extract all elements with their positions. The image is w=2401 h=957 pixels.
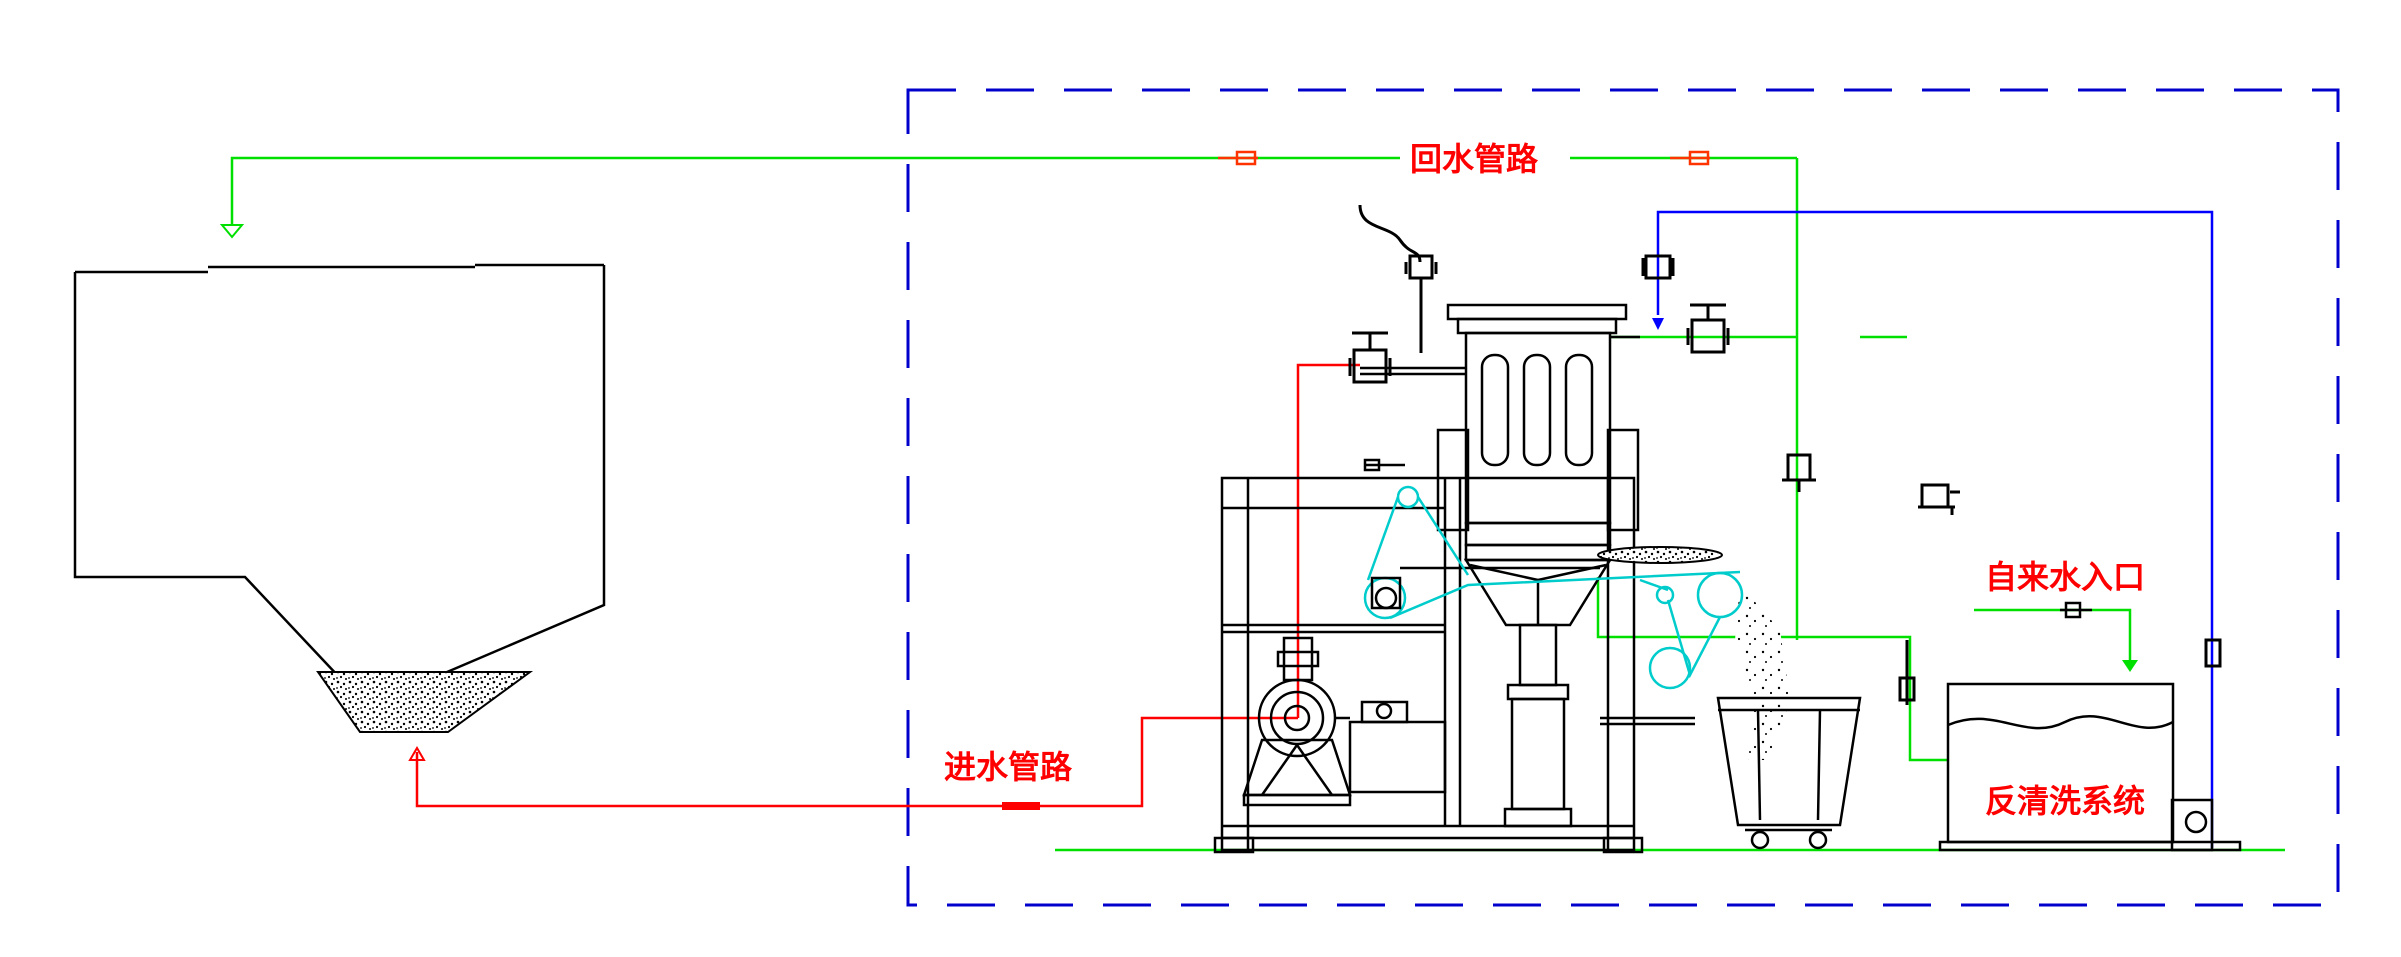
backwash-system-label: 反清洗系统: [1985, 782, 2145, 820]
sludge-cake: [1597, 546, 1723, 564]
return-pipe-label: 回水管路: [1410, 140, 1539, 178]
tap-water-pipe: [1656, 210, 2214, 848]
inlet-pipe-fitting: [1002, 802, 1040, 810]
inlet-water-pipe: [415, 363, 1360, 808]
gate-valve-icon: [1782, 453, 1816, 492]
return-outlet-arrow-icon: [219, 224, 245, 239]
gate-valve-icon: [1641, 254, 1675, 280]
inlet-outlet-arrow-icon: [408, 746, 426, 761]
gate-valve-icon: [2060, 601, 2092, 619]
gate-valve-icon: [1918, 483, 1960, 515]
return-pipe-fitting: [1218, 150, 1710, 166]
sludge-layer: [316, 671, 534, 733]
inlet-pipe-label: 进水管路: [944, 748, 1073, 786]
falling-sludge: [1735, 585, 1790, 760]
return-water-pipe: [230, 156, 2285, 852]
filter-vessel: [1360, 303, 1695, 828]
gate-valve-icon: [1686, 303, 1730, 354]
gate-valve-icon: [1363, 458, 1405, 472]
gate-valve-icon: [1358, 204, 1438, 353]
backwash-tank: [1938, 682, 2242, 852]
system-boundary: [906, 88, 2340, 907]
gate-valve-icon: [1348, 331, 1392, 384]
settling-tank: [73, 263, 606, 733]
tap-water-arrow-icon: [2122, 660, 2138, 672]
tap-water-inlet-label: 自来水入口: [1985, 558, 2145, 596]
feed-pump: [1242, 636, 1352, 807]
sludge-cart: [1716, 696, 1862, 850]
gate-valve-icon: [2204, 638, 2222, 668]
conveyor-belt: [1363, 485, 1744, 690]
machine-frame: [1213, 476, 1644, 854]
gate-valve-icon: [1898, 640, 1916, 705]
tap-water-down-arrow-icon: [1652, 318, 1664, 330]
gear-motor: [1348, 576, 1447, 794]
